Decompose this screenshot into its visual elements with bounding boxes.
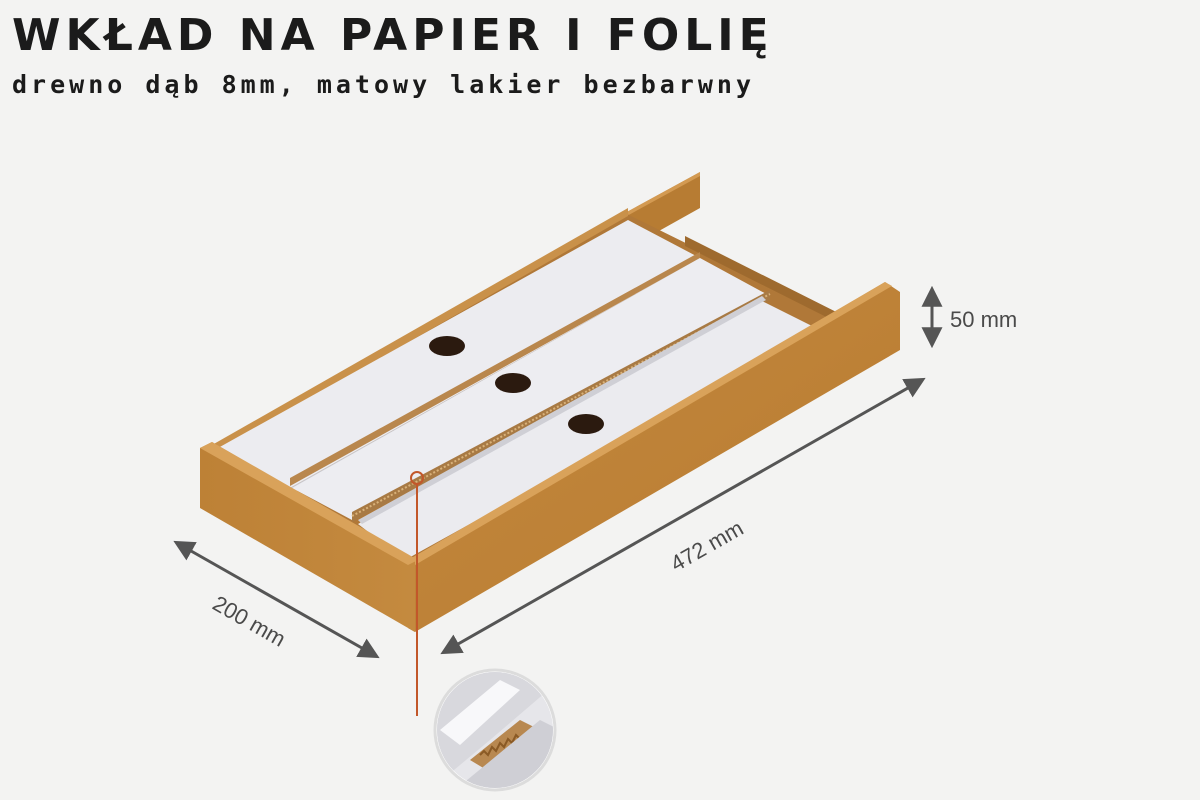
dimension-length-label: 472 mm [666, 515, 747, 576]
hole-2 [495, 373, 531, 393]
hole-3 [568, 414, 604, 434]
dimension-height-label: 50 mm [950, 307, 1017, 332]
product-subtitle: drewno dąb 8mm, matowy lakier bezbarwny [12, 70, 755, 99]
tray-inner-left-wall [212, 208, 628, 455]
product-title: WKŁAD NA PAPIER I FOLIĘ [12, 10, 774, 61]
cutter-detail-zoom-icon [433, 668, 557, 792]
dimension-height: 50 mm [921, 285, 1017, 349]
detail-callout [410, 471, 424, 716]
hole-1 [429, 336, 465, 356]
